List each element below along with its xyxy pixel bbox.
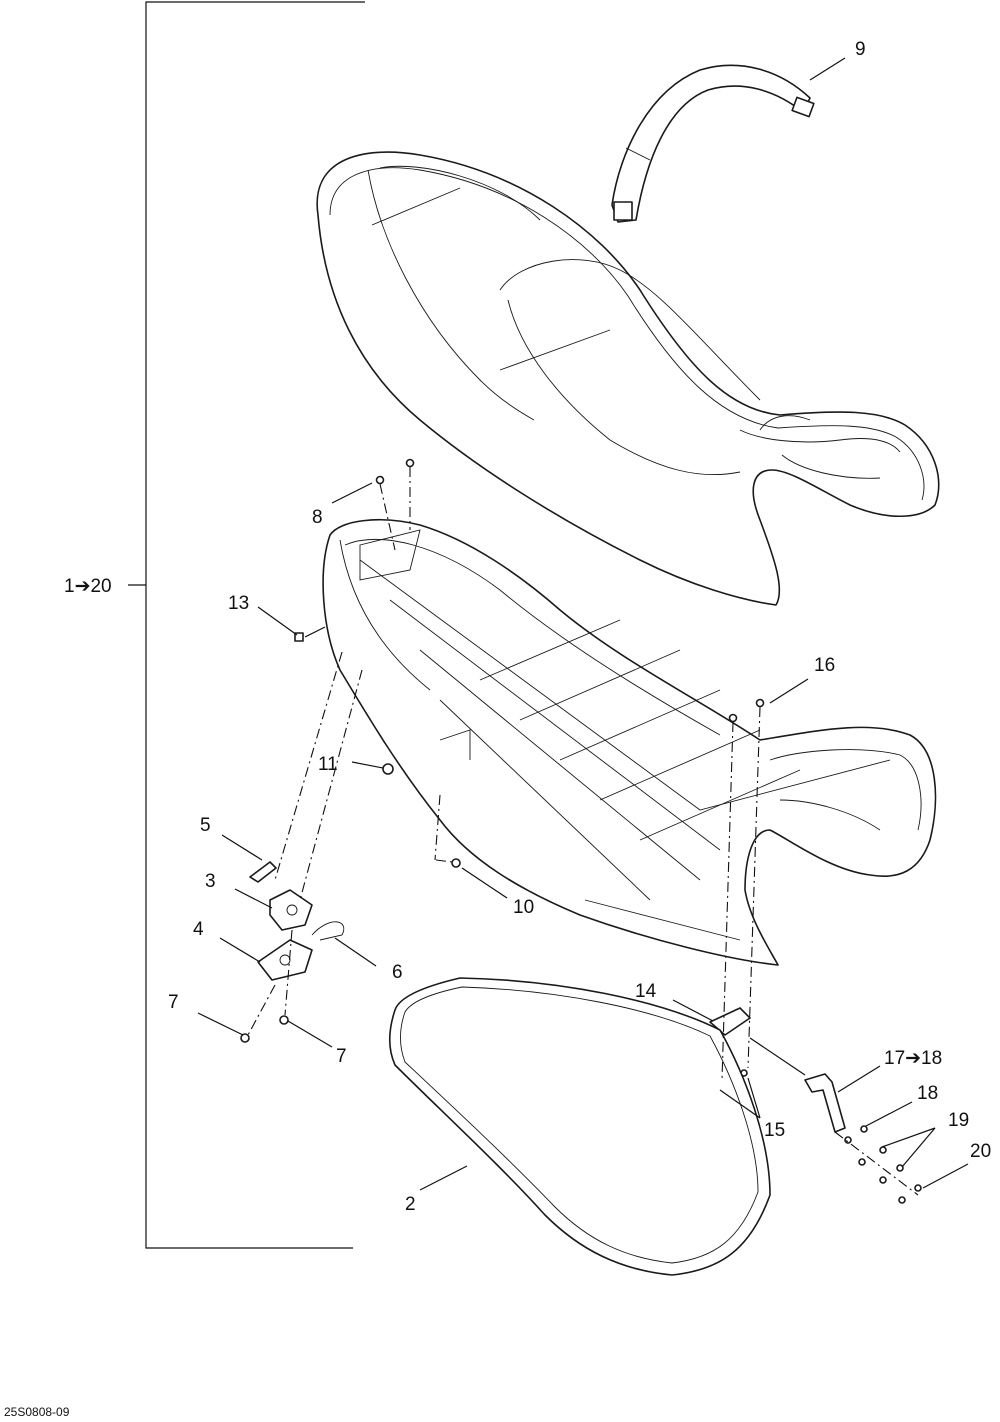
callout-7-right: 7 <box>336 1046 347 1067</box>
assembly-bracket <box>128 1 365 1249</box>
callout-9: 9 <box>855 39 866 60</box>
latch-assembly <box>240 861 751 1043</box>
callout-20: 20 <box>970 1141 991 1162</box>
seat-base <box>322 519 937 966</box>
callout-4: 4 <box>193 919 204 940</box>
seat-strap <box>611 64 815 223</box>
callout-11: 11 <box>318 754 338 775</box>
seat-cover <box>316 151 940 606</box>
group-range-label: 1➔20 <box>64 576 112 597</box>
callout-16: 16 <box>814 655 835 676</box>
callout-14: 14 <box>635 981 657 1002</box>
callout-labels: 9 8 13 16 11 5 3 4 10 6 7 7 14 17➔18 18 … <box>168 39 991 1215</box>
callout-13: 13 <box>228 593 249 614</box>
callout-8: 8 <box>312 507 323 528</box>
callout-15: 15 <box>764 1120 785 1141</box>
assembly-lines <box>247 467 919 1196</box>
hardware <box>294 458 922 1204</box>
callout-18: 18 <box>917 1083 938 1104</box>
leader-lines <box>197 57 969 1191</box>
callout-2: 2 <box>405 1194 416 1215</box>
callout-7-left: 7 <box>168 992 179 1013</box>
callout-17-18: 17➔18 <box>884 1048 942 1069</box>
seal-gasket <box>388 977 771 1276</box>
callout-10: 10 <box>513 897 534 918</box>
reference-code: 25S0808-09 <box>4 1405 70 1419</box>
callout-3: 3 <box>205 871 216 892</box>
callout-19: 19 <box>948 1110 969 1131</box>
brace-bracket <box>804 1073 846 1133</box>
callout-6: 6 <box>392 962 403 983</box>
callout-5: 5 <box>200 815 211 836</box>
